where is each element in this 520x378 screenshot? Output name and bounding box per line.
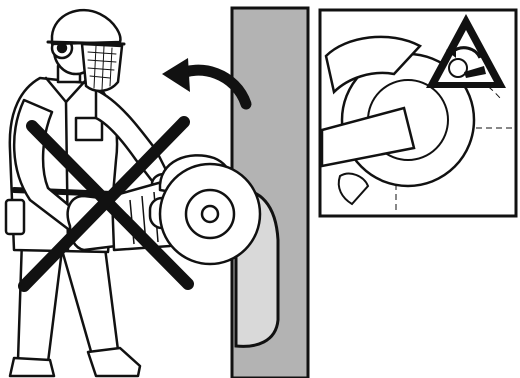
operator-ear-muff-inner: [58, 44, 66, 52]
detail-inset: [320, 10, 516, 216]
kickback-arrow-head: [162, 58, 190, 92]
operator-right-boot: [88, 348, 140, 376]
operator-left-boot: [10, 358, 54, 376]
operator-tool-pouch: [6, 200, 24, 234]
operator-right-leg: [62, 240, 118, 355]
warning-triangle-disc: [449, 59, 467, 77]
operator-helmet: [52, 10, 120, 44]
grinder-disc-hub: [202, 206, 218, 222]
